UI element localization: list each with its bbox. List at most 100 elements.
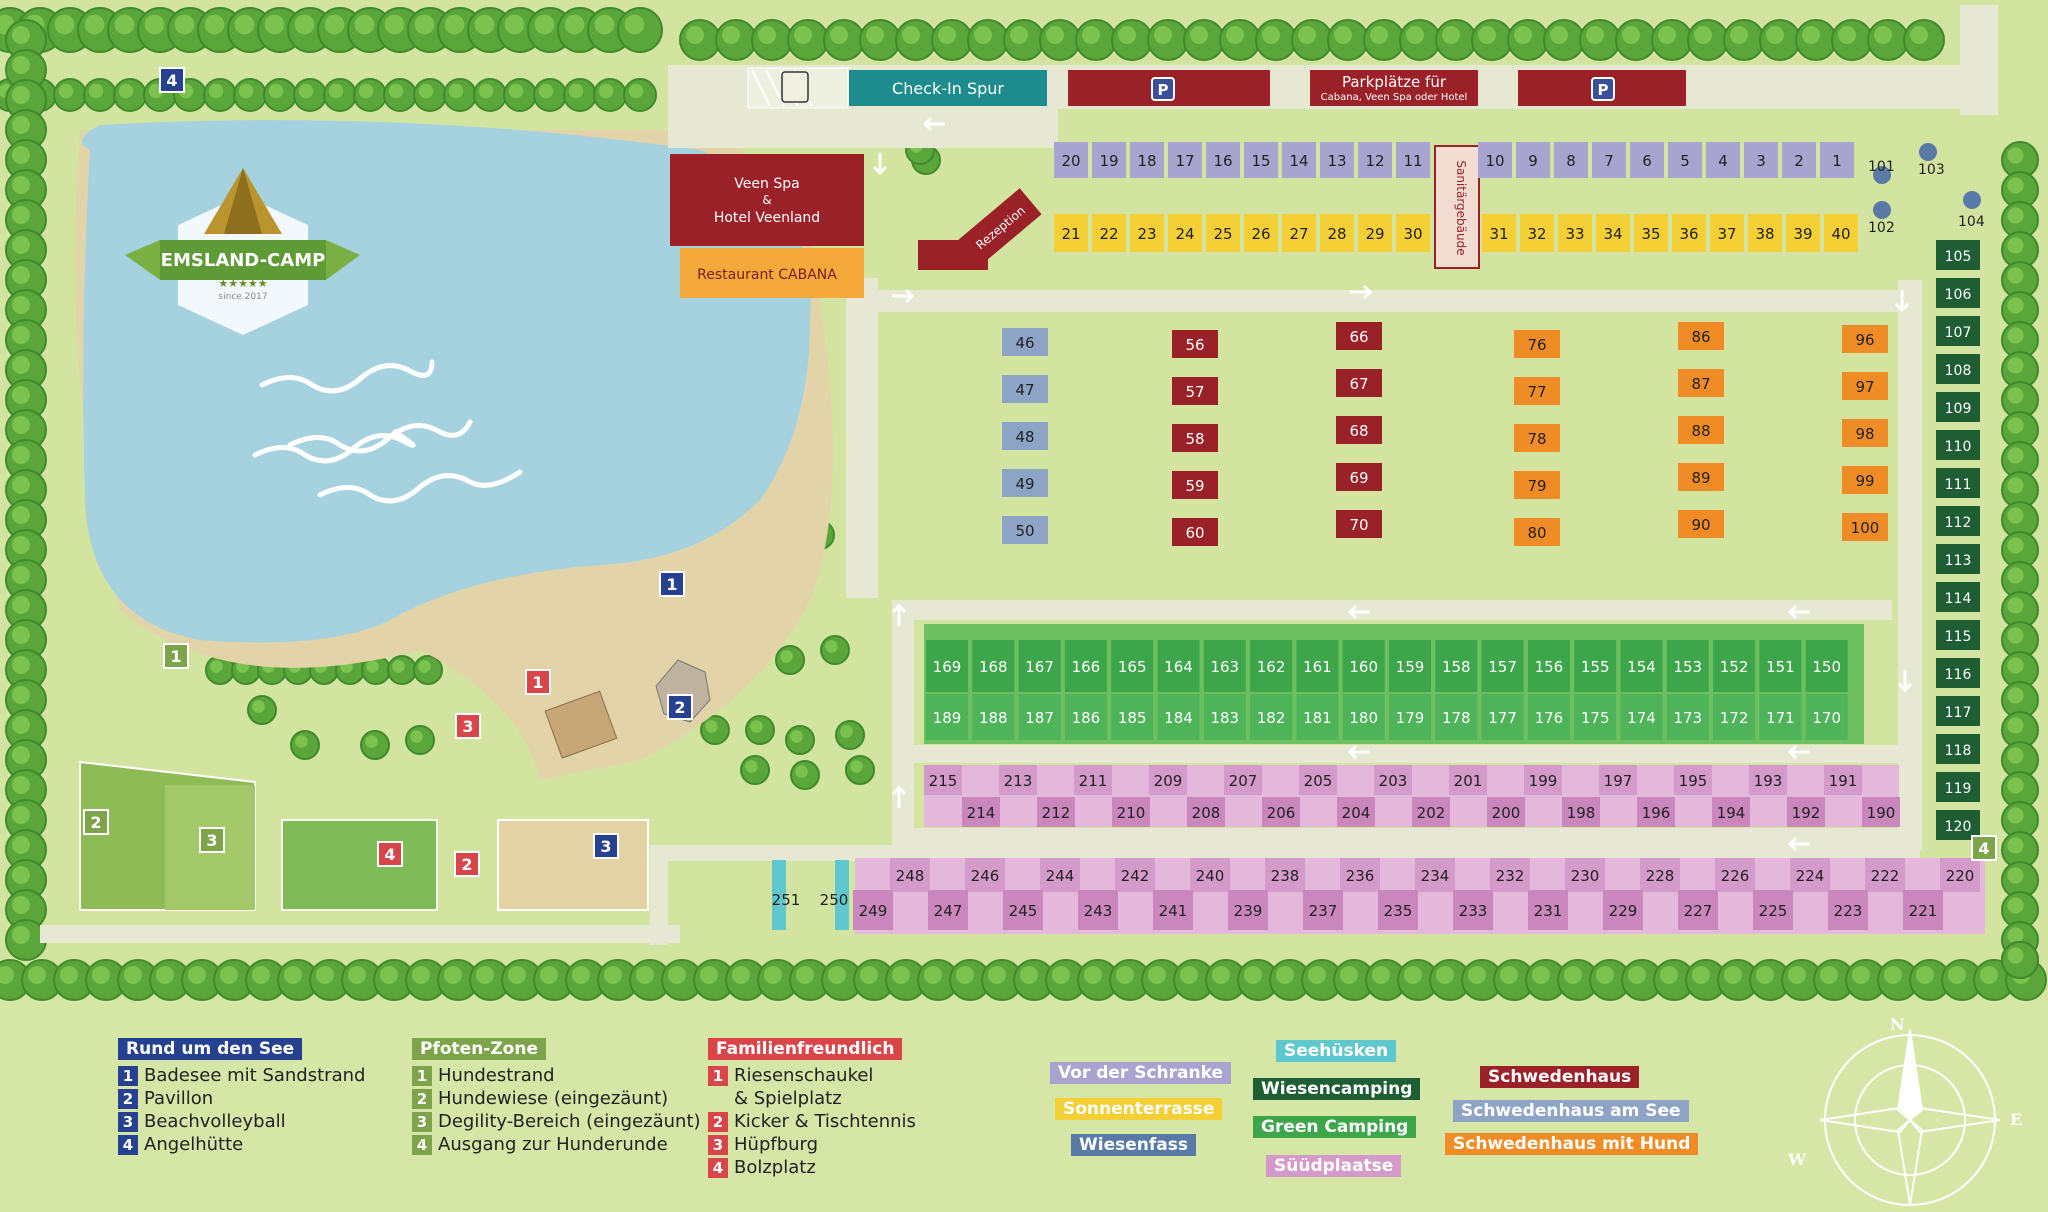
pitch-117[interactable]: 117 <box>1936 696 1980 726</box>
pitch-213[interactable]: 213 <box>999 765 1037 795</box>
pitch-86[interactable]: 86 <box>1678 322 1724 350</box>
pitch-2[interactable]: 2 <box>1782 142 1816 178</box>
pitch-221[interactable]: 221 <box>1903 890 1943 930</box>
pitch-192[interactable]: 192 <box>1787 797 1825 827</box>
pitch-107[interactable]: 107 <box>1936 316 1980 346</box>
pitch-37[interactable]: 37 <box>1710 214 1744 252</box>
pitch-12[interactable]: 12 <box>1358 142 1392 178</box>
pitch-174[interactable]: 174 <box>1620 694 1663 740</box>
pitch-242[interactable]: 242 <box>1115 858 1155 892</box>
pitch-70[interactable]: 70 <box>1336 510 1382 538</box>
pitch-166[interactable]: 166 <box>1064 640 1107 692</box>
pitch-222[interactable]: 222 <box>1865 858 1905 892</box>
seehuesken-250[interactable] <box>835 860 849 930</box>
pitch-162[interactable]: 162 <box>1250 640 1293 692</box>
pitch-119[interactable]: 119 <box>1936 772 1980 802</box>
pitch-106[interactable]: 106 <box>1936 278 1980 308</box>
pitch-87[interactable]: 87 <box>1678 369 1724 397</box>
pitch-241[interactable]: 241 <box>1153 890 1193 930</box>
pitch-197[interactable]: 197 <box>1599 765 1637 795</box>
pitch-48[interactable]: 48 <box>1002 422 1048 450</box>
pitch-17[interactable]: 17 <box>1168 142 1202 178</box>
pitch-176[interactable]: 176 <box>1527 694 1570 740</box>
pitch-204[interactable]: 204 <box>1337 797 1375 827</box>
pitch-186[interactable]: 186 <box>1064 694 1107 740</box>
pitch-67[interactable]: 67 <box>1336 369 1382 397</box>
pitch-175[interactable]: 175 <box>1574 694 1617 740</box>
pitch-198[interactable]: 198 <box>1562 797 1600 827</box>
pitch-151[interactable]: 151 <box>1759 640 1802 692</box>
pitch-59[interactable]: 59 <box>1172 471 1218 499</box>
pitch-18[interactable]: 18 <box>1130 142 1164 178</box>
pitch-238[interactable]: 238 <box>1265 858 1305 892</box>
marker-bolzplatz[interactable]: 4 <box>377 841 403 867</box>
pitch-160[interactable]: 160 <box>1342 640 1385 692</box>
pitch-154[interactable]: 154 <box>1620 640 1663 692</box>
seehuesken-251[interactable] <box>772 860 786 930</box>
pitch-205[interactable]: 205 <box>1299 765 1337 795</box>
pitch-155[interactable]: 155 <box>1574 640 1617 692</box>
pitch-228[interactable]: 228 <box>1640 858 1680 892</box>
pitch-210[interactable]: 210 <box>1112 797 1150 827</box>
pitch-57[interactable]: 57 <box>1172 377 1218 405</box>
pitch-183[interactable]: 183 <box>1203 694 1246 740</box>
pitch-109[interactable]: 109 <box>1936 392 1980 422</box>
pitch-6[interactable]: 6 <box>1630 142 1664 178</box>
pitch-232[interactable]: 232 <box>1490 858 1530 892</box>
pitch-1[interactable]: 1 <box>1820 142 1854 178</box>
pitch-20[interactable]: 20 <box>1054 142 1088 178</box>
pitch-229[interactable]: 229 <box>1603 890 1643 930</box>
pitch-158[interactable]: 158 <box>1435 640 1478 692</box>
pitch-13[interactable]: 13 <box>1320 142 1354 178</box>
marker-hundestrand[interactable]: 1 <box>163 643 189 669</box>
pitch-230[interactable]: 230 <box>1565 858 1605 892</box>
pitch-15[interactable]: 15 <box>1244 142 1278 178</box>
pitch-28[interactable]: 28 <box>1320 214 1354 252</box>
pitch-194[interactable]: 194 <box>1712 797 1750 827</box>
pitch-5[interactable]: 5 <box>1668 142 1702 178</box>
pitch-227[interactable]: 227 <box>1678 890 1718 930</box>
pitch-116[interactable]: 116 <box>1936 658 1980 688</box>
pitch-156[interactable]: 156 <box>1527 640 1570 692</box>
pitch-40[interactable]: 40 <box>1824 214 1858 252</box>
marker-101[interactable] <box>1873 166 1891 184</box>
pitch-110[interactable]: 110 <box>1936 430 1980 460</box>
pitch-112[interactable]: 112 <box>1936 506 1980 536</box>
pitch-199[interactable]: 199 <box>1524 765 1562 795</box>
bolzplatz-field[interactable] <box>281 819 438 911</box>
marker-huepfburg[interactable]: 3 <box>455 713 481 739</box>
pitch-88[interactable]: 88 <box>1678 416 1724 444</box>
pitch-180[interactable]: 180 <box>1342 694 1385 740</box>
restaurant-cabana[interactable] <box>680 248 864 298</box>
pitch-188[interactable]: 188 <box>972 694 1015 740</box>
pitch-193[interactable]: 193 <box>1749 765 1787 795</box>
pitch-90[interactable]: 90 <box>1678 510 1724 538</box>
pitch-179[interactable]: 179 <box>1389 694 1431 740</box>
marker-ausgang-hunderunde[interactable]: 4 <box>1971 835 1997 861</box>
marker-104[interactable] <box>1963 191 1981 209</box>
pitch-187[interactable]: 187 <box>1018 694 1061 740</box>
pitch-189[interactable]: 189 <box>926 694 968 740</box>
pitch-58[interactable]: 58 <box>1172 424 1218 452</box>
pitch-68[interactable]: 68 <box>1336 416 1382 444</box>
pitch-190[interactable]: 190 <box>1862 797 1900 827</box>
pitch-248[interactable]: 248 <box>890 858 930 892</box>
pitch-215[interactable]: 215 <box>924 765 962 795</box>
pitch-114[interactable]: 114 <box>1936 582 1980 612</box>
pitch-172[interactable]: 172 <box>1713 694 1756 740</box>
pitch-60[interactable]: 60 <box>1172 518 1218 546</box>
pitch-170[interactable]: 170 <box>1805 694 1848 740</box>
pitch-50[interactable]: 50 <box>1002 516 1048 544</box>
pitch-39[interactable]: 39 <box>1786 214 1820 252</box>
checkin-lane[interactable] <box>849 70 1047 106</box>
pitch-169[interactable]: 169 <box>926 640 968 692</box>
pitch-113[interactable]: 113 <box>1936 544 1980 574</box>
beachvolleyball-court[interactable] <box>497 819 649 911</box>
pitch-171[interactable]: 171 <box>1759 694 1802 740</box>
pitch-32[interactable]: 32 <box>1520 214 1554 252</box>
pitch-30[interactable]: 30 <box>1396 214 1430 252</box>
pitch-38[interactable]: 38 <box>1748 214 1782 252</box>
pitch-111[interactable]: 111 <box>1936 468 1980 498</box>
pitch-239[interactable]: 239 <box>1228 890 1268 930</box>
pitch-19[interactable]: 19 <box>1092 142 1126 178</box>
